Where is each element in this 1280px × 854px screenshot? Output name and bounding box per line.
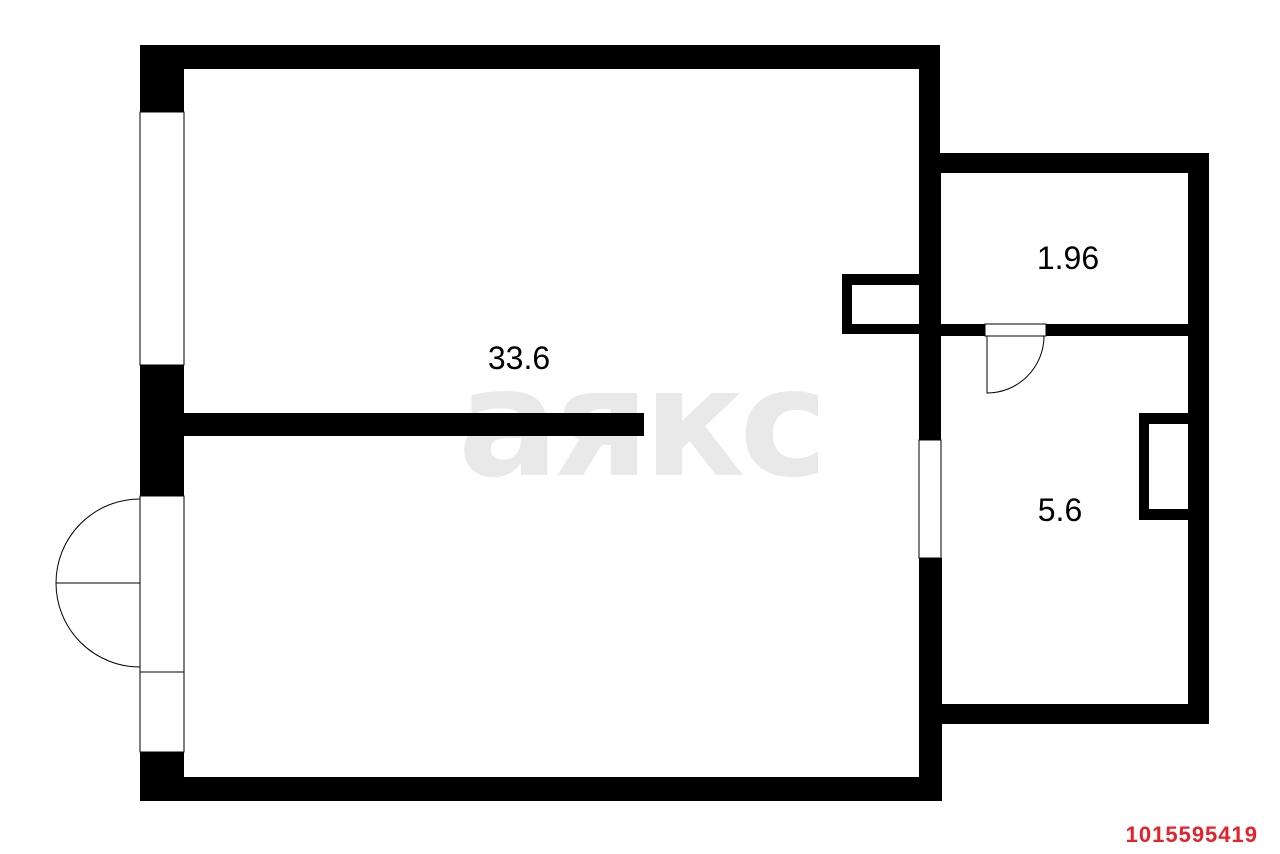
walls [140,45,1209,801]
main-room-area-label: 33.6 [488,340,550,376]
balcony-door-frame [139,495,185,673]
hallway-area-label: 5.6 [1038,492,1082,528]
bathroom-area-label: 1.96 [1037,240,1099,276]
annex-wall-right [1188,153,1209,723]
annex-wall-bottom [919,704,1209,724]
annex-wall-top [919,153,1209,173]
room-labels: 33.6 1.96 5.6 [488,240,1099,528]
window-right-wall [918,439,942,559]
wall-right-middle [919,153,941,440]
windows [139,111,942,753]
balcony-door-upper-leaf [55,498,141,584]
wall-left-middle [140,365,184,496]
window-left-lower [139,671,185,753]
bathroom-door-frame [984,323,1047,337]
wall-left-bottom [140,752,184,801]
balcony-door-lower-leaf [55,582,141,668]
interior-partition [184,413,644,436]
wall-right-upper [919,45,940,153]
wall-left-top [140,45,184,112]
window-left-upper [139,111,185,366]
shaft-box-inner [1149,424,1188,509]
doors [55,323,1047,673]
wall-niche-inner [852,285,919,324]
bathroom-door-leaf [986,335,1045,394]
wall-bottom [140,777,942,801]
bathroom-divider-right [1046,324,1188,336]
bathroom-divider-left [941,324,985,336]
listing-id: 1015595419 [1125,822,1258,847]
wall-top [140,45,940,69]
wall-right-lower [919,558,942,801]
